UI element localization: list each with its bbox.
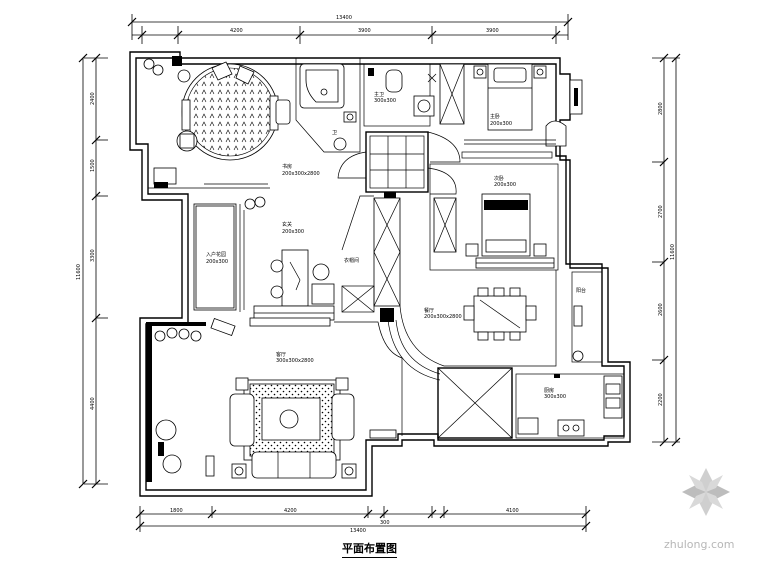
svg-text:2200: 2200: [658, 393, 664, 406]
svg-text:300x300: 300x300: [374, 98, 396, 104]
writing-desk: [253, 249, 335, 321]
kitchen: 厨房 300x300: [515, 373, 625, 439]
second-bedroom: 次卧 200x300: [429, 163, 559, 271]
service-balcony: 阳台: [571, 271, 603, 363]
svg-text:3900: 3900: [486, 28, 499, 34]
svg-text:主卫: 主卫: [374, 91, 384, 98]
svg-text:200x300x2800: 200x300x2800: [424, 314, 462, 320]
top-total-dimension: 13400: [336, 15, 352, 21]
svg-text:200x300x2800: 200x300x2800: [282, 171, 320, 177]
drawing-title: 平面布置图: [342, 540, 397, 558]
svg-text:3300: 3300: [90, 249, 96, 262]
svg-text:2600: 2600: [658, 303, 664, 316]
bathroom: 卫: [275, 57, 361, 153]
svg-text:玄关: 玄关: [282, 221, 292, 228]
svg-text:4400: 4400: [90, 397, 96, 410]
stair-void: [437, 367, 513, 439]
svg-text:300: 300: [380, 520, 390, 526]
svg-text:2700: 2700: [658, 205, 664, 218]
living-room: 客厅 300x300x2800: [210, 317, 403, 479]
dimension-left: 11600 2400 1500 3300 4400: [76, 53, 108, 489]
dimension-top: 13400 4200 3900 3900: [127, 14, 573, 44]
central-lightwell: [337, 131, 461, 195]
svg-text:厨房: 厨房: [544, 387, 554, 394]
living-balcony: [154, 327, 215, 477]
left-total-dimension: 11600: [76, 264, 82, 280]
right-total-dimension: 11600: [670, 244, 676, 260]
svg-text:书房: 书房: [282, 163, 292, 170]
watermark-logo: [682, 468, 730, 516]
svg-text:300x300x2800: 300x300x2800: [276, 358, 314, 364]
svg-text:4100: 4100: [506, 508, 519, 514]
svg-text:2800: 2800: [658, 102, 664, 115]
svg-text:衣帽间: 衣帽间: [344, 257, 359, 264]
dimension-right: 11600 2800 2700 2600 2200: [652, 53, 681, 447]
ensuite-bath: 主卫 300x300: [363, 63, 437, 127]
svg-text:3900: 3900: [358, 28, 371, 34]
exterior-walls: [129, 51, 631, 497]
study-room: 书房 200x300x2800: [143, 58, 320, 210]
bottom-total-dimension: 13400: [350, 528, 366, 534]
svg-text:入户花园: 入户花园: [206, 251, 226, 258]
svg-text:次卧: 次卧: [494, 175, 504, 182]
svg-text:4200: 4200: [230, 28, 243, 34]
dining-label: 餐厅: [424, 307, 434, 314]
corridor-closets: 衣帽间: [341, 195, 401, 313]
svg-text:1500: 1500: [90, 159, 96, 172]
svg-text:2400: 2400: [90, 92, 96, 105]
svg-text:卫: 卫: [332, 130, 337, 136]
svg-text:200x300: 200x300: [206, 259, 228, 265]
svg-text:300x300: 300x300: [544, 394, 566, 400]
svg-text:200x300: 200x300: [490, 121, 512, 127]
svg-text:主卧: 主卧: [490, 113, 500, 120]
entry-closet: 入户花园 200x300 玄关 200x300: [193, 203, 304, 312]
dimension-bottom: 1800 4200 300 4100 13400: [135, 506, 591, 534]
svg-text:客厅: 客厅: [276, 351, 286, 358]
svg-text:200x300: 200x300: [282, 229, 304, 235]
svg-text:4200: 4200: [284, 508, 297, 514]
svg-text:1800: 1800: [170, 508, 183, 514]
svg-text:200x300: 200x300: [494, 182, 516, 188]
master-bedroom: 主卧 200x300: [439, 63, 583, 159]
watermark-text: zhulong.com: [664, 538, 735, 551]
dining-area: 餐厅 200x300x2800: [387, 270, 557, 381]
svg-text:阳台: 阳台: [576, 287, 586, 294]
